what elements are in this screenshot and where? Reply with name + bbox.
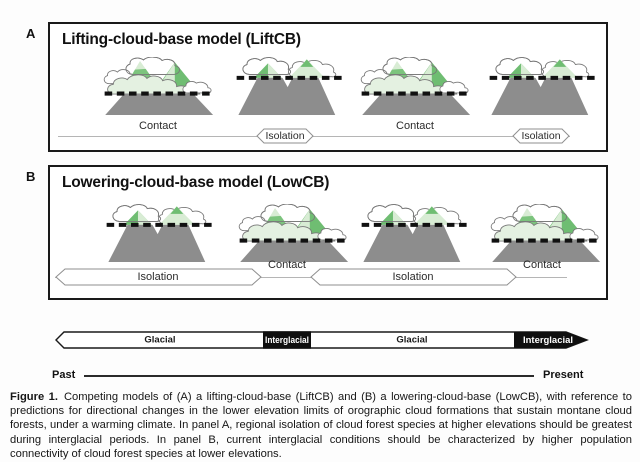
glacial-interglacial-timeline: Glacial Interglacial Glacial Interglacia… [55,331,589,349]
figure-caption-text: Competing models of (A) a lifting-cloud-… [10,391,632,460]
timeline-segment-label-glacial: Glacial [144,335,175,346]
panel-b-label: B [26,169,36,184]
past-label: Past [52,369,76,381]
panel-b-box: Lowering-cloud-base model (LowCB) Isolat… [48,165,608,300]
timeline-segment-label-interglacial: Interglacial [265,335,309,345]
panel-a-axis-line [58,136,570,137]
state-badge-label: Isolation [265,130,304,142]
mountain-contact-illustration [357,57,473,115]
timeline-segment-label-glacial: Glacial [396,335,427,346]
panel-a-box: Lifting-cloud-base model (LiftCB) Contac… [48,22,608,152]
state-label-contact: Contact [268,259,306,271]
state-label-contact: Contact [396,120,434,132]
state-badge-label: Isolation [393,271,434,283]
panel-a-label: A [26,26,36,41]
mountain-contact-illustration [100,57,216,115]
state-label-contact: Contact [523,259,561,271]
state-badge-isolation: Isolation [512,128,570,144]
timeline-segment-label-interglacial: Interglacial [523,335,573,345]
state-badge-label: Isolation [521,130,560,142]
mountain-isolation-illustration [485,57,601,115]
state-badge-label: Isolation [138,271,179,283]
mountain-contact-illustration [235,204,351,262]
mountain-contact-illustration [487,204,603,262]
state-label-contact: Contact [139,120,177,132]
figure-caption: Figure 1.Competing models of (A) a lifti… [10,390,632,461]
panel-b-title: Lowering-cloud-base model (LowCB) [62,174,330,191]
present-label: Present [543,369,584,381]
state-badge-isolation-wide: Isolation [310,268,517,286]
time-axis-line [84,375,534,377]
state-badge-isolation-wide: Isolation [55,268,262,286]
mountain-isolation-illustration [102,204,218,262]
state-badge-isolation: Isolation [256,128,314,144]
mountain-isolation-illustration [232,57,348,115]
panel-a-title: Lifting-cloud-base model (LiftCB) [62,31,301,48]
figure-caption-label: Figure 1. [10,391,58,403]
mountain-isolation-illustration [357,204,473,262]
